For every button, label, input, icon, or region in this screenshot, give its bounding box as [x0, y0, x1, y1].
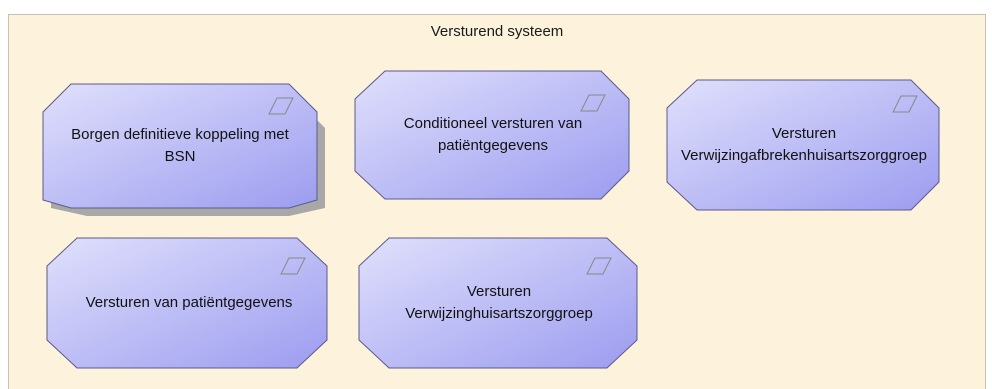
application-function-icon: [280, 257, 306, 275]
function-shape: [666, 79, 940, 211]
application-function-icon: [268, 97, 294, 115]
application-function-icon: [586, 257, 612, 275]
function-label: Versturen van patiëntgegevens: [85, 294, 293, 311]
application-function-icon: [892, 95, 918, 113]
system-title: Versturend systeem: [430, 23, 564, 40]
function-shape: [46, 237, 328, 369]
function-shape: [354, 70, 630, 200]
function-shape: [42, 83, 325, 216]
function-versturen-patientgegevens[interactable]: Versturen van patiëntgegevens: [46, 237, 331, 369]
function-shape: [358, 237, 638, 369]
application-function-icon: [580, 94, 606, 112]
